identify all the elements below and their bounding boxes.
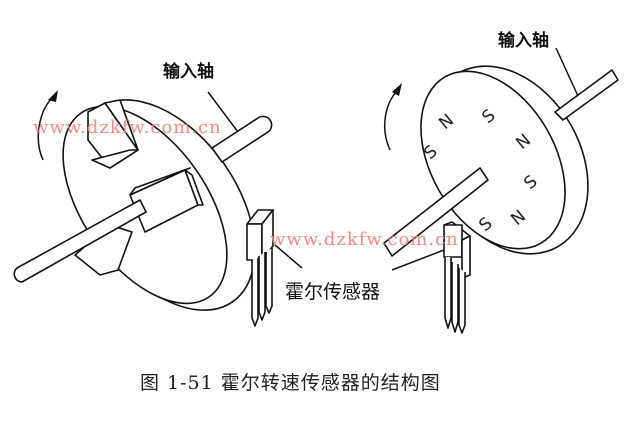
left-input-shaft-label: 输入轴 bbox=[163, 62, 214, 82]
right-hall-sensor bbox=[391, 221, 471, 334]
watermark-top-left: www.dzkfw.com.cn bbox=[33, 117, 222, 138]
left-rotor-assembly bbox=[13, 90, 273, 311]
right-rotation-arrow-icon bbox=[383, 89, 399, 151]
watermark-center: www.dzkfw.com.cn bbox=[270, 229, 459, 250]
left-hall-sensor bbox=[246, 209, 303, 327]
figure-caption: 图 1-51 霍尔转速传感器的结构图 bbox=[140, 372, 441, 394]
right-input-shaft-label: 输入轴 bbox=[498, 31, 549, 51]
right-rotor-assembly: N S S N S S N bbox=[383, 47, 619, 257]
hall-sensor-label: 霍尔传感器 bbox=[285, 281, 381, 303]
